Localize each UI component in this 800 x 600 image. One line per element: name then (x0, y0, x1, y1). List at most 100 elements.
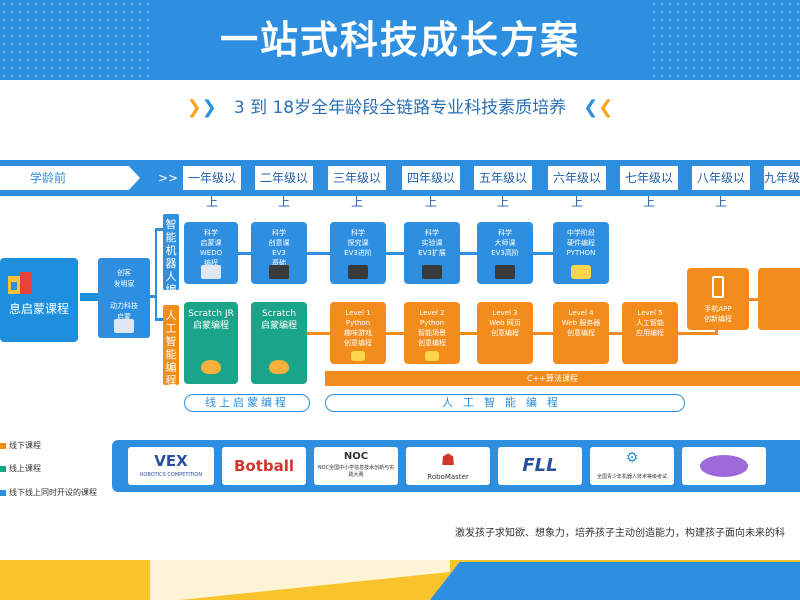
robot-course-2: 科学 创意课 EV3 基础 (251, 222, 307, 284)
legend-offline: 线下课程 (0, 440, 41, 451)
scratch-cat-icon (269, 360, 289, 374)
cpp-algorithm-label: C++算法课程 (527, 374, 578, 383)
app-course-line2: 创新编程 (704, 315, 732, 323)
robot-track-label: 智能机器人编程 (163, 214, 179, 309)
maker-course-box: 创客 发明家 动力科技 启蒙 (98, 258, 150, 338)
competitions-bar: VEX ROBOTICS COMPETITION Botball NOC NOC… (112, 440, 800, 492)
robot-kit-icon (114, 319, 134, 333)
legend-online-label: 线上课程 (9, 464, 41, 473)
legend-swatch (0, 489, 6, 496)
python-hardware-icon (571, 265, 591, 279)
robot-course-2-line4: 基础 (272, 259, 286, 267)
scratch-course-1-line2: 启蒙编程 (192, 321, 229, 331)
grade-8: 八年级以上 (692, 166, 750, 209)
robot-course-6: 中学阶段 硬件编程 PYTHON (553, 222, 609, 284)
competition-noc-name: NOC (343, 451, 369, 462)
robot-course-1-line3: WEDO (199, 249, 223, 257)
ai-course-2-line2: Python (419, 319, 445, 327)
robot-kit-icon (348, 265, 368, 279)
robot-course-3-line1: 科学 (351, 229, 365, 237)
robot-course-3-line2: 探究课 (347, 239, 369, 247)
ai-course-4-line2: Web 服务器 (561, 319, 601, 327)
robot-course-4: 科学 实验课 EV3扩展 (404, 222, 460, 284)
ai-connector (609, 332, 622, 335)
legend-both: 线下线上同时开设的课程 (0, 487, 97, 498)
scratch-cat-icon (201, 360, 221, 374)
robot-course-1-line1: 科学 (204, 229, 218, 237)
ai-course-5: Level 5 人工智能 应用编程 (622, 302, 678, 364)
track-bracket (155, 228, 157, 320)
ai-connector (386, 332, 404, 335)
subtitle: 3 到 18岁全年龄段全链路专业科技素质培养 (233, 98, 567, 118)
ai-course-1-line2: Python (345, 319, 371, 327)
ai-course-5-line1: Level 5 (637, 309, 663, 317)
ai-course-3-line2: Web 网页 (489, 319, 521, 327)
grade-5: 五年级以上 (474, 166, 532, 209)
ai-course-2-line3: 智能场景 (418, 329, 446, 337)
ai-course-4-line3: 创意编程 (567, 329, 595, 337)
ai-course-2: Level 2 Python 智能场景 创意编程 (404, 302, 460, 364)
robot-course-4-line1: 科学 (425, 229, 439, 237)
ai-course-1-line1: Level 1 (345, 309, 371, 317)
ai-course-3-line1: Level 3 (492, 309, 518, 317)
python-icon (351, 351, 365, 361)
robot-course-3: 科学 探究课 EV3进阶 (330, 222, 386, 284)
ai-course-1-line4: 创意编程 (344, 339, 372, 347)
online-section-label: 线上启蒙编程 (184, 394, 310, 412)
robot-course-6-line1: 中学阶段 (567, 229, 595, 237)
robot-course-6-line2: 硬件编程 (567, 239, 595, 247)
app-course-line1: 手机APP (704, 305, 732, 313)
robot-course-2-line3: EV3 (272, 249, 286, 257)
arrow-connector (80, 293, 98, 301)
robot-course-1: 科学 启蒙课 WEDO 编程 (184, 222, 238, 284)
competition-botball-name: Botball (233, 457, 295, 475)
robot-kit-icon (495, 265, 515, 279)
competition-noc: NOC NOC全国中小学信息技术创新与实践大赛 (314, 447, 398, 485)
ai-course-1: Level 1 Python 趣味游戏 创意编程 (330, 302, 386, 364)
ai-connector (533, 332, 553, 335)
robot-course-6-line3: PYTHON (566, 249, 596, 257)
grade-4: 四年级以上 (402, 166, 460, 209)
grade-1: 一年级以上 (183, 166, 241, 209)
competition-noc-sub: NOC全国中小学信息技术创新与实践大赛 (317, 465, 395, 478)
scratch-course-2: Scratch 启蒙编程 (251, 302, 307, 384)
dot-pattern-left (0, 0, 150, 80)
python-icon (425, 351, 439, 361)
competition-robot-grade-exam: ⚙ 全国青少年机器人技术等级考试 (590, 447, 674, 485)
grade-3: 三年级以上 (328, 166, 386, 209)
robot-course-4-line2: 实验课 (421, 239, 443, 247)
footer-blue-band (430, 562, 800, 600)
phone-icon (712, 276, 724, 298)
slogan-text: 激发孩子求知欲、想象力，培养孩子主动创造能力，构建孩子面向未来的科 (455, 528, 785, 539)
robot-course-5: 科学 大师课 EV3高阶 (477, 222, 533, 284)
scratch-course-1: Scratch JR 启蒙编程 (184, 302, 238, 384)
competition-robot-grade-exam-name: 全国青少年机器人技术等级考试 (596, 474, 667, 480)
robot-course-2-line1: 科学 (272, 229, 286, 237)
ai-track-label: 人工智能编程 (163, 305, 179, 387)
double-chevron-right-icon: ❯❯ (186, 97, 217, 118)
robot-course-5-line3: EV3高阶 (491, 249, 519, 257)
ai-connector (749, 298, 758, 301)
robot-course-2-line2: 创意课 (268, 239, 290, 247)
ai-course-5-line3: 应用编程 (636, 329, 664, 337)
legend-offline-label: 线下课程 (9, 441, 41, 450)
building-blocks-icon (8, 272, 32, 294)
ai-course-2-line1: Level 2 (419, 309, 445, 317)
ai-course-3: Level 3 Web 网页 创意编程 (477, 302, 533, 364)
double-chevron-left-icon: ❮❮ (583, 97, 614, 118)
app-course-box: 手机APP 创新编程 (687, 268, 749, 330)
robot-course-5-line1: 科学 (498, 229, 512, 237)
next-course-box (758, 268, 800, 330)
competition-robomaster: ☗ RoboMaster (406, 447, 490, 485)
ai-course-5-line2: 人工智能 (636, 319, 664, 327)
intro-course-label: 息启蒙课程 (8, 302, 69, 316)
legend-swatch (0, 465, 6, 472)
robot-course-1-line2: 启蒙课 (200, 239, 222, 247)
intro-course-box: 息启蒙课程 (0, 258, 78, 342)
robot-connector (533, 252, 553, 255)
robot-course-1-line4: 编程 (204, 259, 218, 267)
competition-fll-name: FLL (522, 455, 558, 476)
competition-robomaster-name: RoboMaster (427, 473, 469, 481)
robot-kit-icon (422, 265, 442, 279)
